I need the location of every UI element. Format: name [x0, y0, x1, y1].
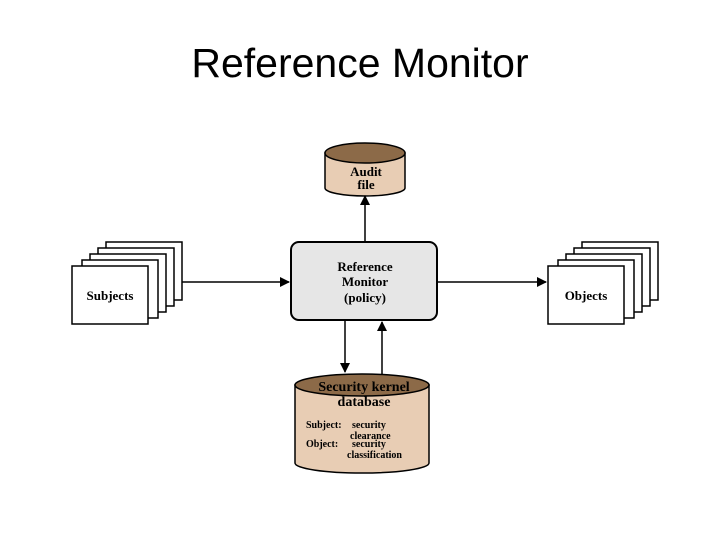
page-title: Reference Monitor: [191, 40, 529, 86]
kernel-subject-val2: clearance: [350, 431, 391, 442]
audit-file-cylinder: Audit file: [324, 142, 406, 197]
kernel-object-val1: security: [352, 439, 386, 450]
kernel-object-key: Object:: [306, 439, 338, 450]
kernel-label-1: Security kernel: [318, 380, 409, 395]
kernel-subject-val1: security: [352, 420, 386, 431]
subjects-stack: Subjects: [71, 241, 183, 325]
kernel-cylinder-top: [294, 373, 430, 397]
reference-monitor-box: Reference Monitor (policy): [290, 241, 438, 321]
kernel-label-2: database: [338, 395, 391, 410]
audit-label-1: Audit: [350, 164, 382, 179]
kernel-object-val2: classification: [347, 450, 402, 461]
subjects-label: Subjects: [87, 288, 134, 303]
kernel-cylinder-body: [294, 384, 430, 474]
security-kernel-cylinder: Security kernel database Subject: securi…: [294, 373, 430, 474]
kernel-subject-key: Subject:: [306, 420, 342, 431]
audit-cylinder-top: [324, 142, 406, 164]
monitor-label-3: (policy): [344, 290, 386, 305]
objects-label: Objects: [565, 288, 608, 303]
objects-stack: Objects: [547, 241, 659, 325]
audit-label-2: file: [357, 177, 375, 192]
monitor-label-1: Reference: [337, 259, 393, 274]
monitor-label-2: Monitor: [342, 274, 388, 289]
